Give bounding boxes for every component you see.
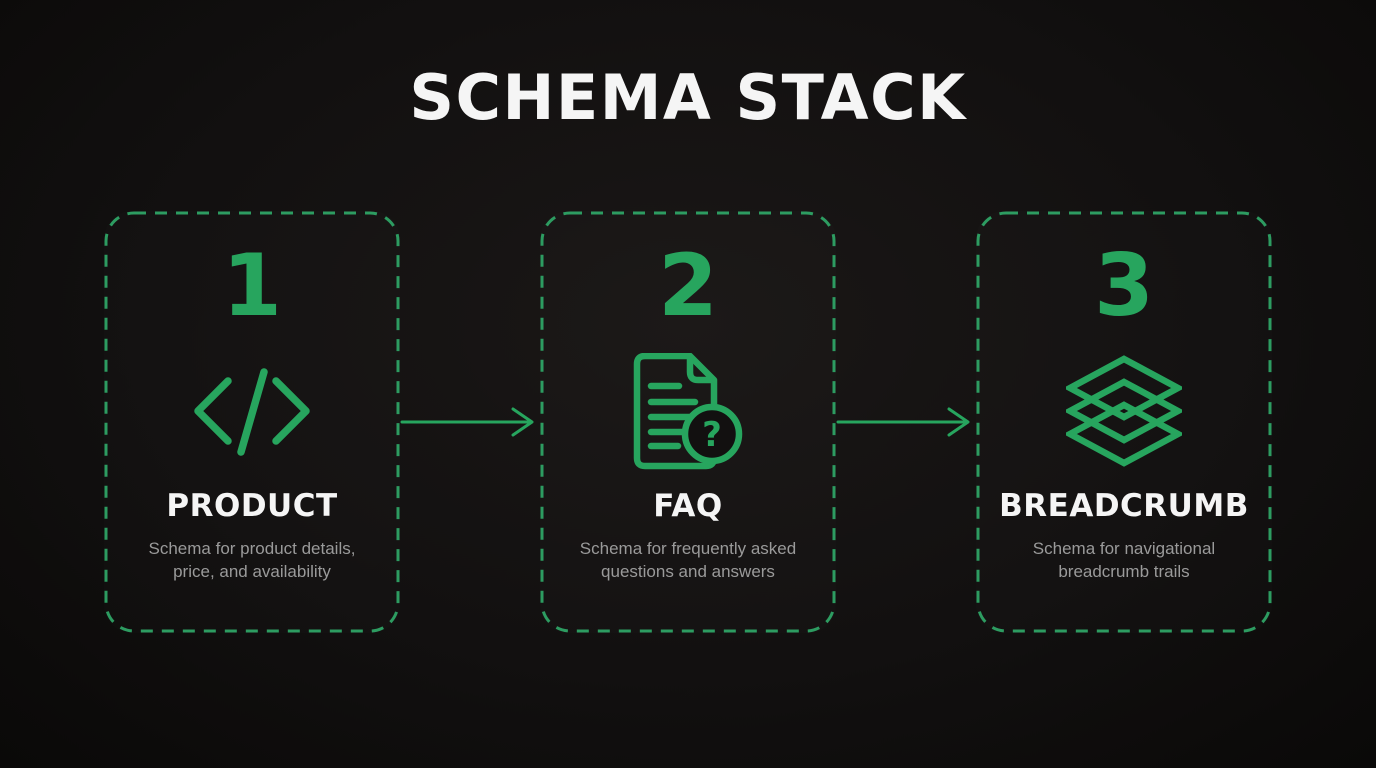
- code-icon: [191, 353, 313, 471]
- card-description: Schema for frequently asked questions an…: [579, 538, 797, 582]
- flow-arrow-1: [400, 407, 534, 437]
- card-title: BREADCRUMB: [999, 488, 1249, 525]
- card-description: Schema for product details, price, and a…: [148, 538, 356, 582]
- svg-text:?: ?: [702, 415, 722, 455]
- card-number: 2: [658, 236, 718, 337]
- flow-arrow-2: [836, 407, 970, 437]
- page-title: SCHEMA STACK: [409, 61, 967, 134]
- card-title: FAQ: [653, 488, 723, 525]
- schema-card-product: 1 PRODUCT Schema for product details, pr…: [104, 211, 400, 633]
- faq-document-icon: ?: [632, 353, 744, 471]
- schema-card-faq: 2 ? FAQ Schema for frequently asked ques…: [540, 211, 836, 633]
- schema-cards-row: 1 PRODUCT Schema for product details, pr…: [0, 211, 1376, 633]
- card-title: PRODUCT: [166, 488, 338, 525]
- card-description: Schema for navigational breadcrumb trail…: [1032, 538, 1216, 582]
- card-number: 3: [1094, 236, 1154, 337]
- layers-icon: [1066, 353, 1182, 471]
- card-number: 1: [222, 236, 282, 337]
- schema-card-breadcrumb: 3 BREADCRUMB Schema for navigational bre…: [976, 211, 1272, 633]
